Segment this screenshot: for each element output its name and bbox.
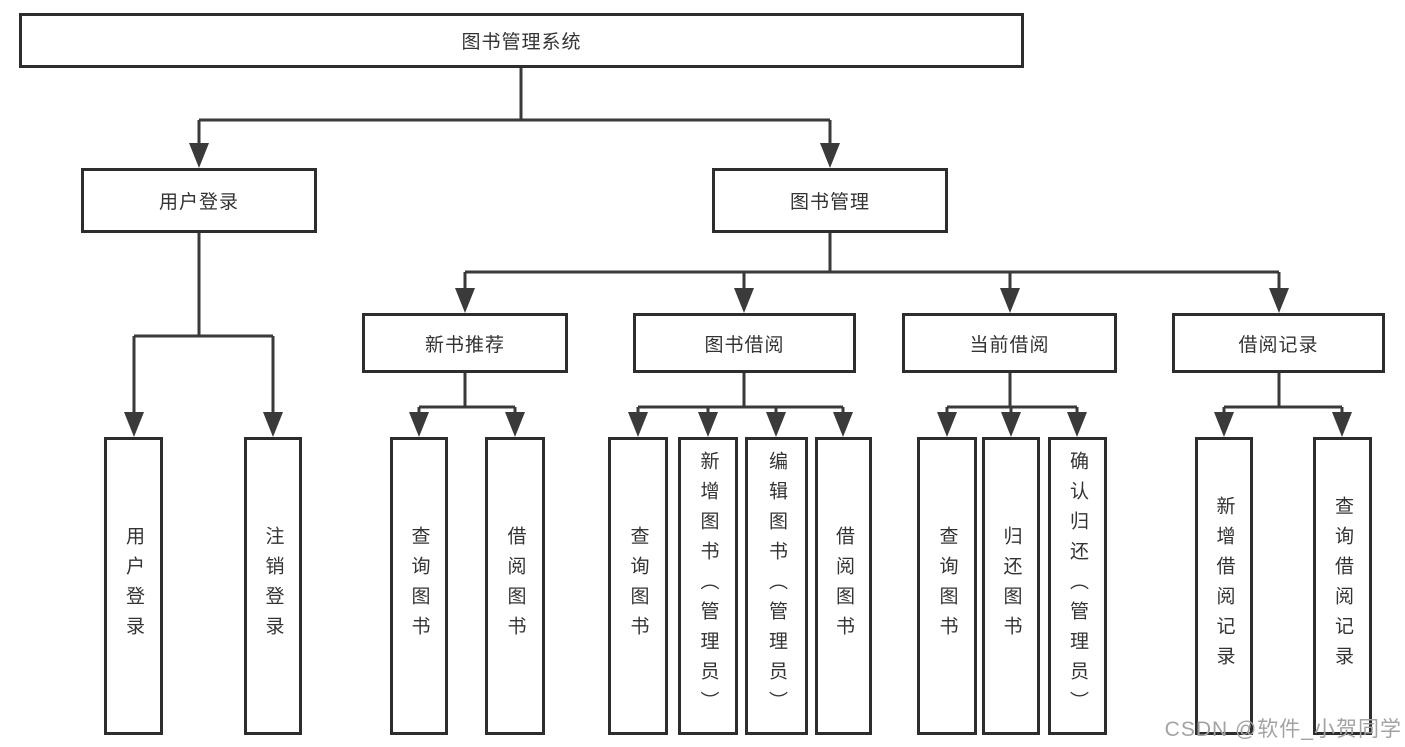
node-borrow-records: 借阅记录: [1172, 313, 1385, 373]
leaf-add-borrow-record: 新增借阅记录: [1195, 437, 1253, 735]
node-book-borrowing: 图书借阅: [633, 313, 856, 373]
leaf-logout-label: 注销登录: [262, 526, 284, 646]
node-current-borrowing-label: 当前借阅: [969, 334, 1050, 356]
node-borrow-records-label: 借阅记录: [1238, 334, 1319, 356]
leaf-borrow-books-label: 借阅图书: [833, 526, 854, 646]
node-library-system-label: 图书管理系统: [461, 32, 582, 53]
leaf-query-books-borrowing: 查询图书: [608, 437, 668, 735]
leaf-borrow-books-recommend: 借阅图书: [485, 437, 545, 735]
leaf-borrow-books: 借阅图书: [815, 437, 872, 735]
node-book-borrowing-label: 图书借阅: [704, 334, 785, 356]
node-new-book-recommend-label: 新书推荐: [424, 334, 505, 356]
leaf-confirm-return-admin: 确认归还（管理员）: [1048, 437, 1107, 735]
leaf-query-books-borrowing-label: 查询图书: [627, 526, 649, 646]
leaf-query-books-current-label: 查询图书: [936, 526, 958, 646]
leaf-edit-books-admin: 编辑图书（管理员）: [745, 437, 808, 735]
node-new-book-recommend: 新书推荐: [362, 313, 568, 373]
leaf-user-login-label: 用户登录: [123, 526, 144, 646]
node-book-management: 图书管理: [712, 168, 948, 233]
node-current-borrowing: 当前借阅: [902, 313, 1117, 373]
node-user-login-label: 用户登录: [158, 192, 239, 213]
leaf-confirm-return-admin-label: 确认归还（管理员）: [1067, 451, 1088, 721]
watermark: CSDN @软件_小贺同学: [1164, 718, 1402, 741]
node-user-login: 用户登录: [81, 168, 317, 233]
leaf-return-books-label: 归还图书: [1000, 526, 1022, 646]
leaf-user-login: 用户登录: [104, 437, 163, 735]
leaf-query-books-recommend: 查询图书: [390, 437, 448, 735]
leaf-add-books-admin-label: 新增图书（管理员）: [697, 451, 719, 721]
leaf-logout: 注销登录: [244, 437, 302, 735]
node-book-management-label: 图书管理: [789, 192, 870, 213]
leaf-borrow-books-recommend-label: 借阅图书: [504, 526, 526, 646]
leaf-query-borrow-record: 查询借阅记录: [1313, 437, 1372, 735]
leaf-add-books-admin: 新增图书（管理员）: [678, 437, 738, 735]
leaf-edit-books-admin-label: 编辑图书（管理员）: [766, 451, 787, 721]
leaf-query-borrow-record-label: 查询借阅记录: [1332, 496, 1353, 676]
leaf-query-books-current: 查询图书: [917, 437, 977, 735]
leaf-add-borrow-record-label: 新增借阅记录: [1213, 496, 1235, 676]
node-library-system: 图书管理系统: [19, 13, 1024, 68]
leaf-query-books-recommend-label: 查询图书: [408, 526, 430, 646]
leaf-return-books: 归还图书: [982, 437, 1040, 735]
